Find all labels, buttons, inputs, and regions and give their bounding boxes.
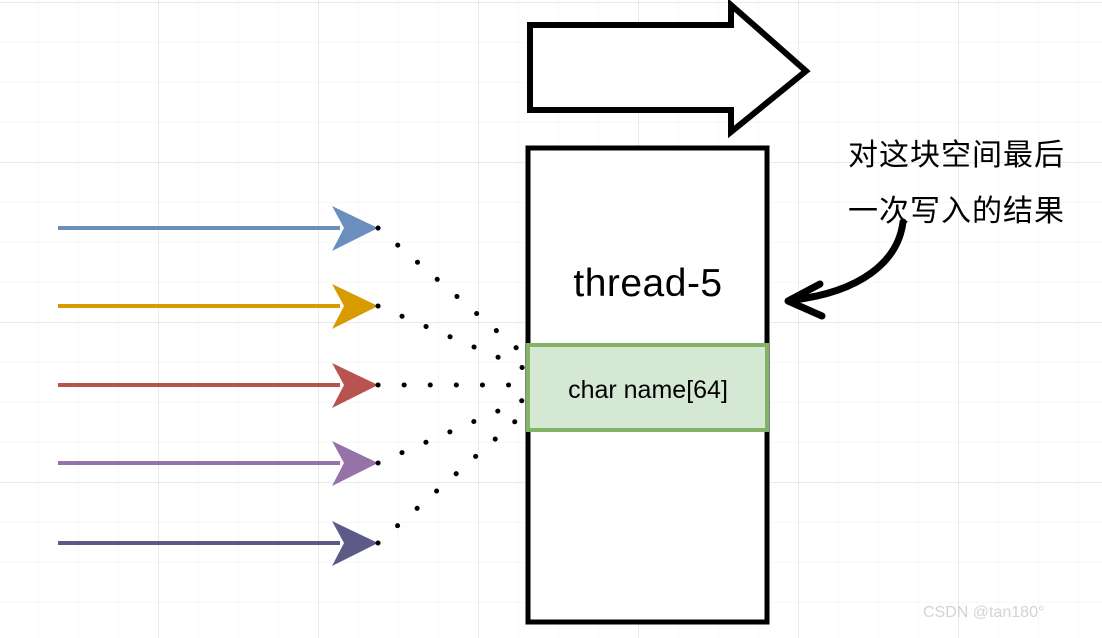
dotted-connector-5	[375, 407, 531, 546]
write-arrow-3	[58, 363, 378, 408]
field-band-label: char name[64]	[568, 376, 728, 404]
write-arrow-2	[58, 284, 378, 329]
write-arrow-4	[58, 441, 378, 486]
dotted-connector-1	[375, 225, 531, 361]
write-arrow-5	[58, 521, 378, 566]
curved-pointer-icon	[784, 218, 907, 320]
annotation-line-1: 对这块空间最后	[848, 139, 1065, 172]
dotted-connector-4	[375, 395, 531, 466]
thread-block-title: thread-5	[573, 262, 723, 305]
dotted-connector-group	[375, 225, 531, 546]
write-arrow-1	[58, 206, 378, 251]
write-arrow-group	[58, 206, 378, 566]
watermark-label: CSDN @tan180°	[923, 604, 1045, 621]
field-band-highlight	[526, 343, 769, 432]
dotted-connector-2	[375, 303, 531, 373]
annotation-line-2: 一次写入的结果	[848, 195, 1065, 228]
big-right-arrow-icon	[527, 0, 811, 139]
